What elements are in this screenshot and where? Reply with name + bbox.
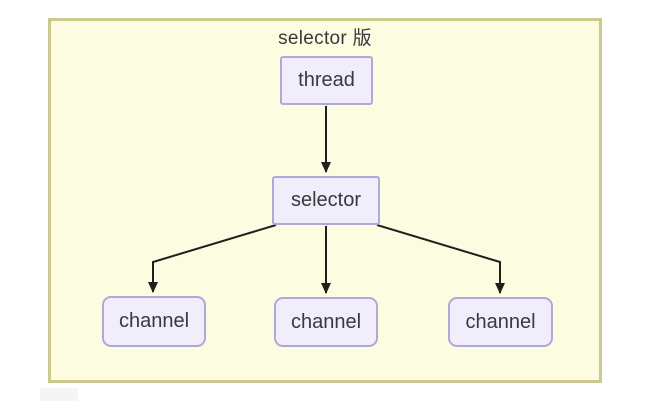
background-smudge — [40, 388, 78, 401]
node-channel-3-label: channel — [465, 310, 536, 333]
node-channel-2-label: channel — [290, 310, 362, 333]
diagram-title: selector 版 — [278, 28, 372, 49]
node-thread: thread — [280, 56, 373, 105]
node-channel-1-label: channel — [118, 310, 190, 332]
node-thread-label: thread — [298, 69, 355, 91]
node-selector: selector — [272, 176, 380, 225]
node-channel-3: channel — [448, 297, 553, 347]
node-channel-2: channel — [274, 297, 378, 347]
node-selector-label: selector — [290, 189, 362, 211]
node-channel-1: channel — [102, 296, 206, 347]
